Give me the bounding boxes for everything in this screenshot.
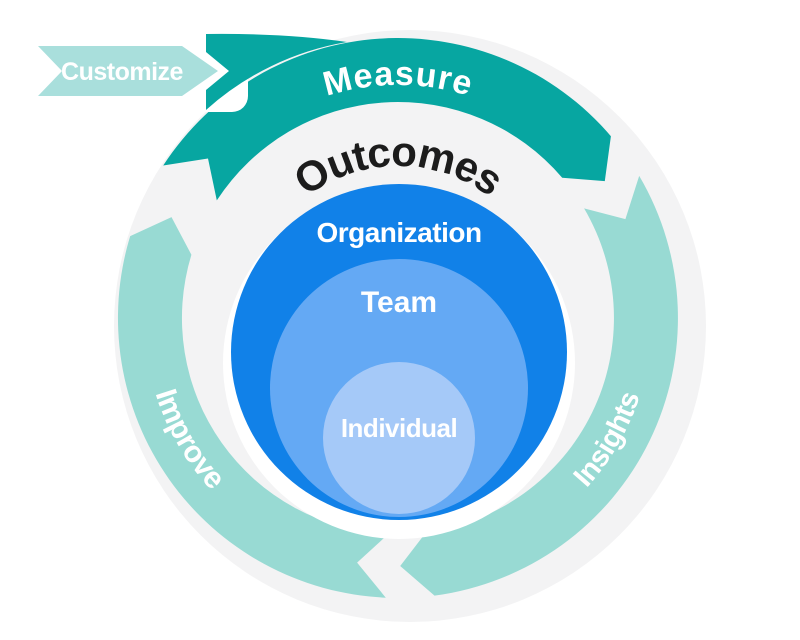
measure-arc-segment [163,38,611,201]
customize-label: Customize [61,58,184,86]
team-label: Team [361,286,437,319]
measure-ramp [206,33,347,110]
customize-ribbon [38,46,218,96]
improve-arc-segment [117,217,389,598]
organization-label: Organization [316,217,481,248]
individual-label: Individual [341,413,457,443]
individual-circle [323,362,475,514]
insights-arc-segment [400,175,678,596]
